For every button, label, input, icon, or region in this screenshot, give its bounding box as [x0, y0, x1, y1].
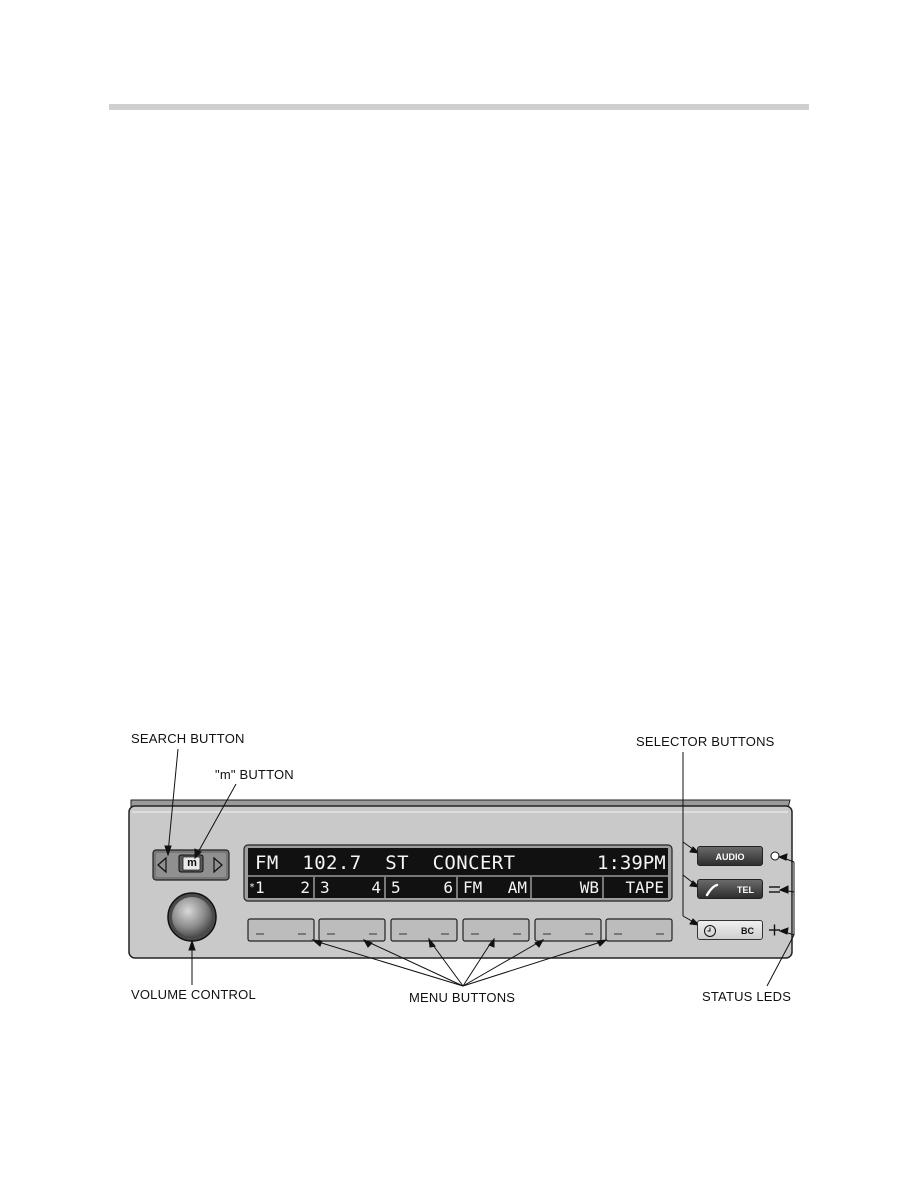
- callout-volume-control: VOLUME CONTROL: [131, 987, 256, 1002]
- menu-button-4[interactable]: [462, 918, 530, 942]
- lcd-preset-label2: 4: [371, 878, 381, 897]
- lcd-preset-label: 1: [255, 878, 265, 897]
- menu-button-1[interactable]: [247, 918, 315, 942]
- lcd-preset-label: 3: [320, 878, 330, 897]
- top-rule: [109, 104, 809, 110]
- leader-lines: [164, 748, 795, 987]
- right-arrow-icon: [213, 856, 223, 874]
- tel-label: TEL: [737, 885, 754, 895]
- m-button[interactable]: [178, 854, 204, 873]
- lcd-preset-label: FM: [463, 878, 483, 897]
- menu-button-2[interactable]: [318, 918, 386, 942]
- menu-buttons: [247, 918, 673, 942]
- lcd-active-marker: *: [249, 882, 256, 893]
- lcd-preset-left: FM: [463, 879, 482, 896]
- lcd-preset-label: 5: [391, 878, 401, 897]
- lcd-preset-label2: WB: [579, 878, 599, 897]
- menu-button-3[interactable]: [390, 918, 458, 942]
- menu-button-6[interactable]: [605, 918, 673, 942]
- phone-icon: [705, 883, 719, 897]
- lcd-clock: 1:39PM: [597, 852, 666, 874]
- callout-menu-buttons: MENU BUTTONS: [409, 990, 516, 1005]
- lcd-preset-cell: FM AM: [459, 879, 531, 896]
- lcd-display: [243, 844, 673, 902]
- tel-button[interactable]: TEL: [697, 879, 763, 899]
- callout-m-button: "m" BUTTON: [215, 767, 294, 782]
- lcd-preset-label2: TAPE: [625, 878, 664, 897]
- lcd-preset-left: *1: [249, 879, 265, 896]
- bc-button[interactable]: BC: [697, 920, 763, 940]
- led-circle-icon: [770, 851, 780, 861]
- left-arrow-icon: [157, 856, 167, 874]
- lcd-preset-label2: 6: [443, 878, 453, 897]
- lcd-preset-cell: TAPE: [605, 879, 668, 896]
- menu-button-5[interactable]: [534, 918, 602, 942]
- lcd-station-text: FM 102.7 ST CONCERT: [255, 852, 516, 874]
- m-button-label: m: [187, 857, 197, 869]
- lcd-preset-cell: WB: [533, 879, 603, 896]
- callout-selector-buttons: SELECTOR BUTTONS: [636, 734, 775, 749]
- status-leds: [769, 851, 780, 936]
- lcd-preset-cell: *1 2: [249, 879, 314, 896]
- clock-icon: [704, 925, 716, 937]
- callout-search-button: SEARCH BUTTON: [131, 731, 245, 746]
- lcd-preset-left: 3: [320, 879, 330, 896]
- lcd-preset-label2: AM: [507, 878, 527, 897]
- volume-control-knob[interactable]: [167, 892, 217, 942]
- lcd-preset-left: 5: [391, 879, 401, 896]
- callout-status-leds: STATUS LEDS: [702, 989, 792, 1004]
- bc-label: BC: [741, 926, 754, 936]
- lcd-preset-label2: 2: [300, 878, 310, 897]
- audio-button[interactable]: AUDIO: [697, 846, 763, 866]
